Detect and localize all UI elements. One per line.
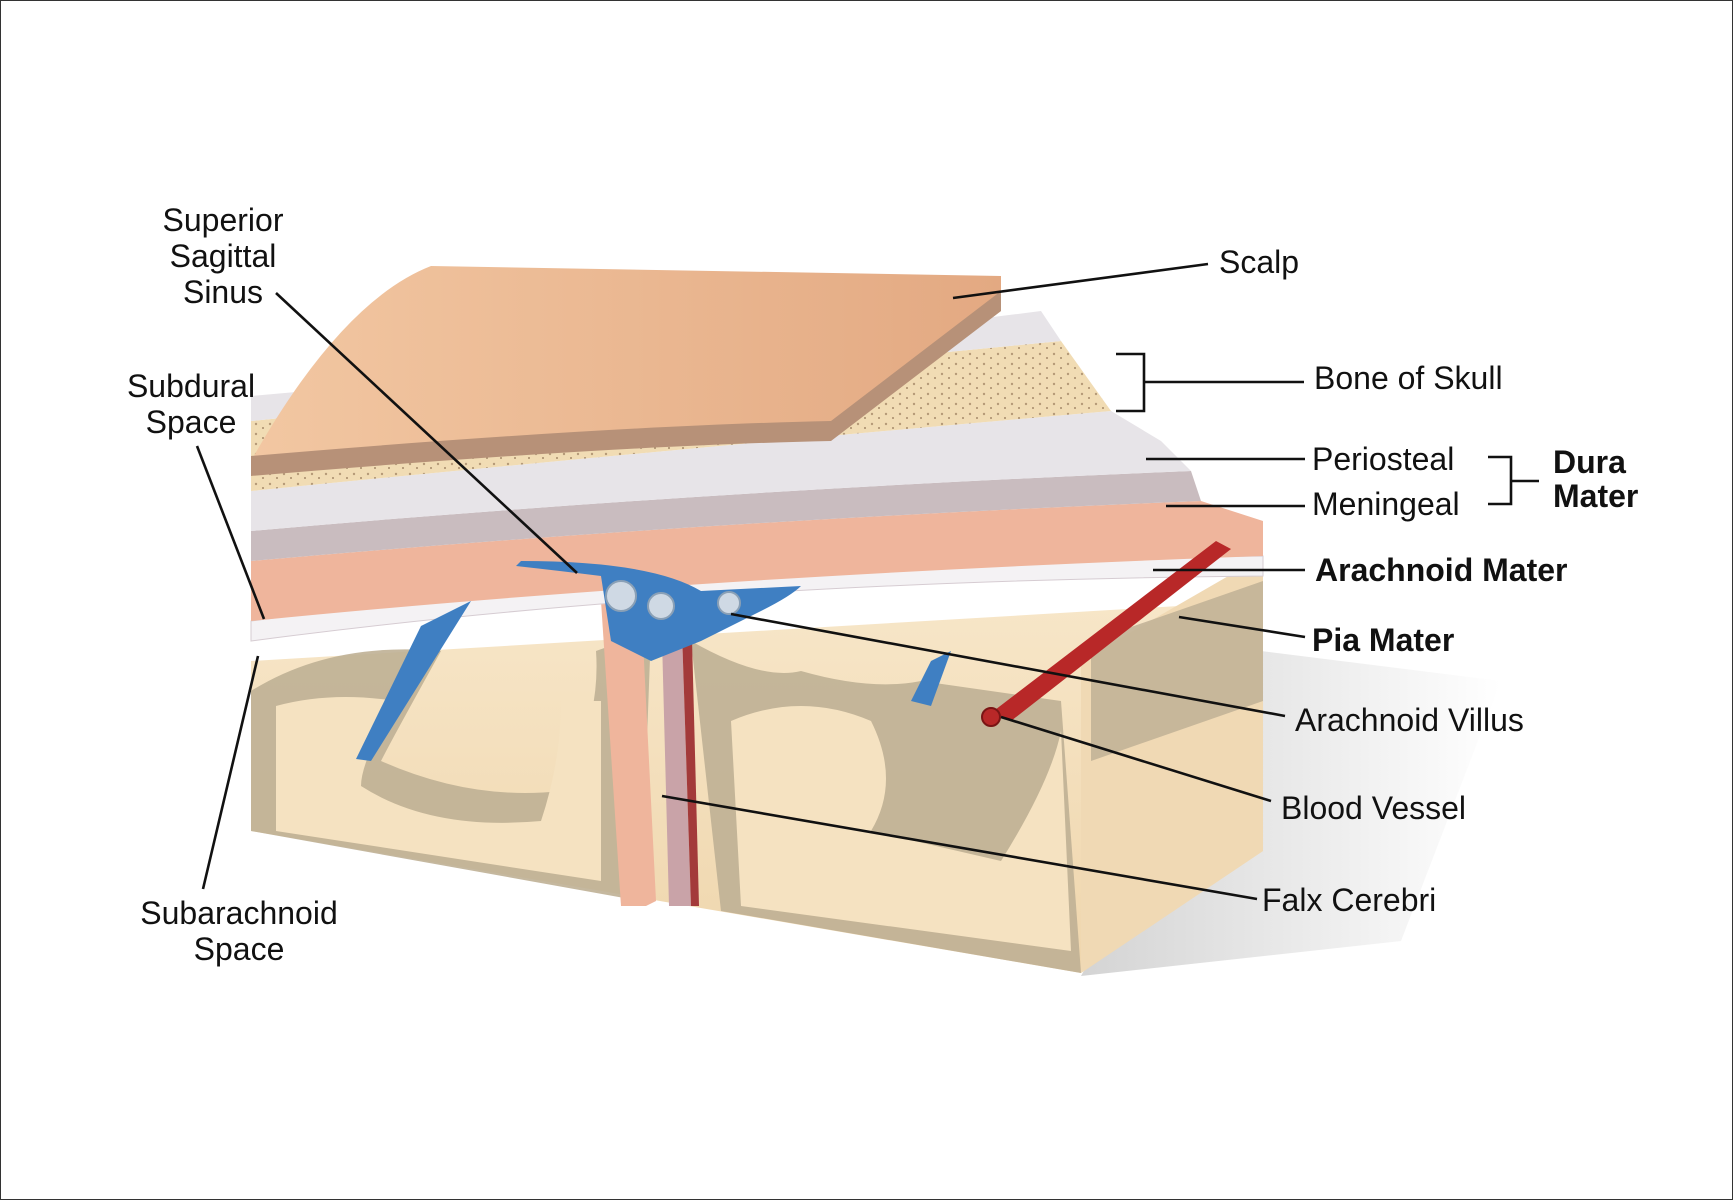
falx-cerebri-label: Falx Cerebri [1262, 882, 1436, 918]
white-matter-left [276, 697, 601, 881]
subarachnoid-leader [201, 655, 260, 890]
cortical-vein-left [356, 601, 471, 761]
subdural-space-label-2: Space [146, 404, 237, 440]
arachnoid-villus-1 [605, 580, 637, 612]
periosteal-label: Periosteal [1312, 441, 1454, 477]
arachnoid-villus-3 [717, 591, 741, 615]
dura-mater-label-1: Dura [1553, 444, 1626, 480]
scalp-edge [251, 291, 1001, 476]
sinus-leader [275, 292, 578, 574]
blood-vessel-shape [991, 541, 1231, 721]
blood-vessel-leader [1000, 715, 1272, 803]
meningeal-label: Meningeal [1312, 486, 1460, 522]
arachnoid-mater-label: Arachnoid Mater [1315, 552, 1567, 588]
scalp-leader [952, 262, 1209, 300]
scalp-top [251, 266, 1001, 471]
superior-sagittal-sinus-label-3: Sinus [183, 274, 263, 310]
periosteal-layer [251, 471, 1201, 561]
arachnoid-villus-2 [647, 592, 675, 620]
meningeal-layer [251, 501, 1263, 621]
pia-mater-leader [1178, 615, 1306, 639]
inner-table [251, 411, 1191, 531]
white-matter-right [731, 706, 1071, 951]
blood-vessel-end [981, 707, 1001, 727]
subdural-leader [195, 445, 266, 620]
cortical-vein-right [911, 651, 951, 706]
subdural-space-label-1: Subdural [127, 368, 255, 404]
falx-cerebri-leader [661, 794, 1258, 901]
dura-bracket [1488, 455, 1513, 506]
pia-mater-label: Pia Mater [1312, 622, 1454, 658]
superior-sagittal-sinus-label-2: Sagittal [170, 238, 277, 274]
arachnoid-villus-label: Arachnoid Villus [1295, 702, 1524, 738]
superior-sagittal-sinus-label-1: Superior [163, 202, 284, 238]
arachnoid-villus-leader [730, 612, 1286, 718]
bone-of-skull-label: Bone of Skull [1314, 360, 1503, 396]
blood-vessel-label: Blood Vessel [1281, 790, 1466, 826]
falx-vessel [681, 601, 699, 906]
subarachnoid-space-label-2: Space [194, 931, 285, 967]
subarachnoid-space-label-1: Subarachnoid [140, 895, 337, 931]
gray-matter-side [1091, 581, 1263, 761]
scalp-label: Scalp [1219, 244, 1299, 280]
falx-cerebri-shape [601, 601, 656, 906]
bone-bracket [1116, 352, 1146, 413]
dura-mater-label-2: Mater [1553, 478, 1638, 514]
